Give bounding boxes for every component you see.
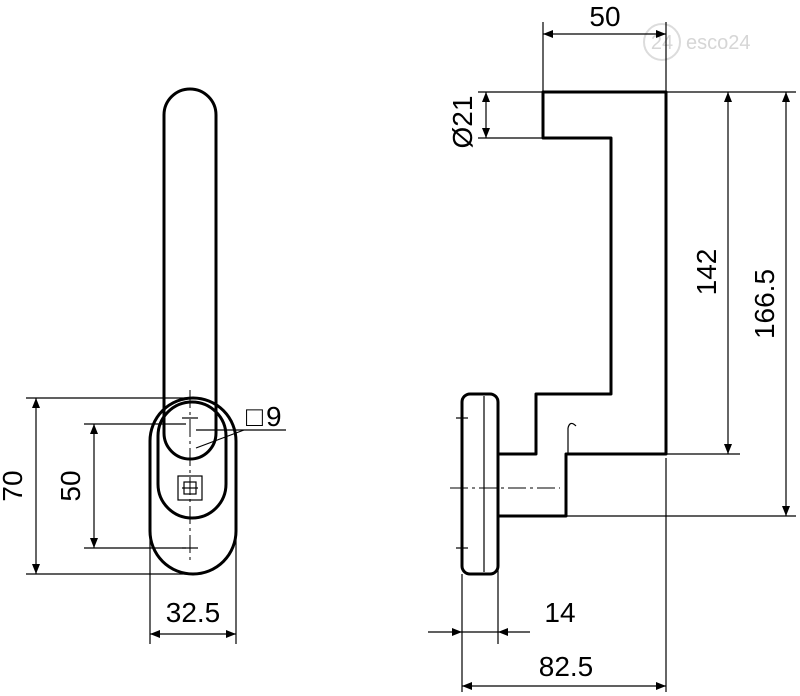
dim-label-70: 70	[0, 470, 28, 501]
front-view: 70 50 32.5 □ 9	[0, 87, 286, 644]
rosette-plate	[460, 392, 500, 576]
square-symbol-icon: □	[246, 401, 263, 432]
dim-label-14: 14	[544, 597, 575, 628]
watermark-badge-icon	[643, 23, 681, 61]
dim-label-82-5: 82.5	[539, 651, 594, 682]
lever-side-outline	[496, 90, 668, 518]
dim-label-square-9: 9	[266, 401, 282, 432]
watermark-logo: 24 esco24	[643, 23, 751, 61]
dim-label-50-front: 50	[55, 470, 86, 501]
side-view: 50 Ø21 142 166.5 14 82.5	[428, 1, 796, 692]
dim-label-50-top: 50	[589, 1, 620, 32]
dim-label-dia-21: Ø21	[447, 96, 478, 149]
dim-label-142: 142	[691, 249, 722, 296]
watermark-badge-text: 24	[651, 32, 673, 54]
dim-label-166-5: 166.5	[749, 269, 780, 339]
leader-square-9	[195, 429, 245, 449]
rosette-outline	[148, 396, 238, 576]
lever-side-curve	[567, 422, 577, 429]
lever-neck	[156, 400, 228, 520]
watermark-text: esco24	[686, 32, 751, 54]
dim-label-32-5: 32.5	[166, 597, 221, 628]
